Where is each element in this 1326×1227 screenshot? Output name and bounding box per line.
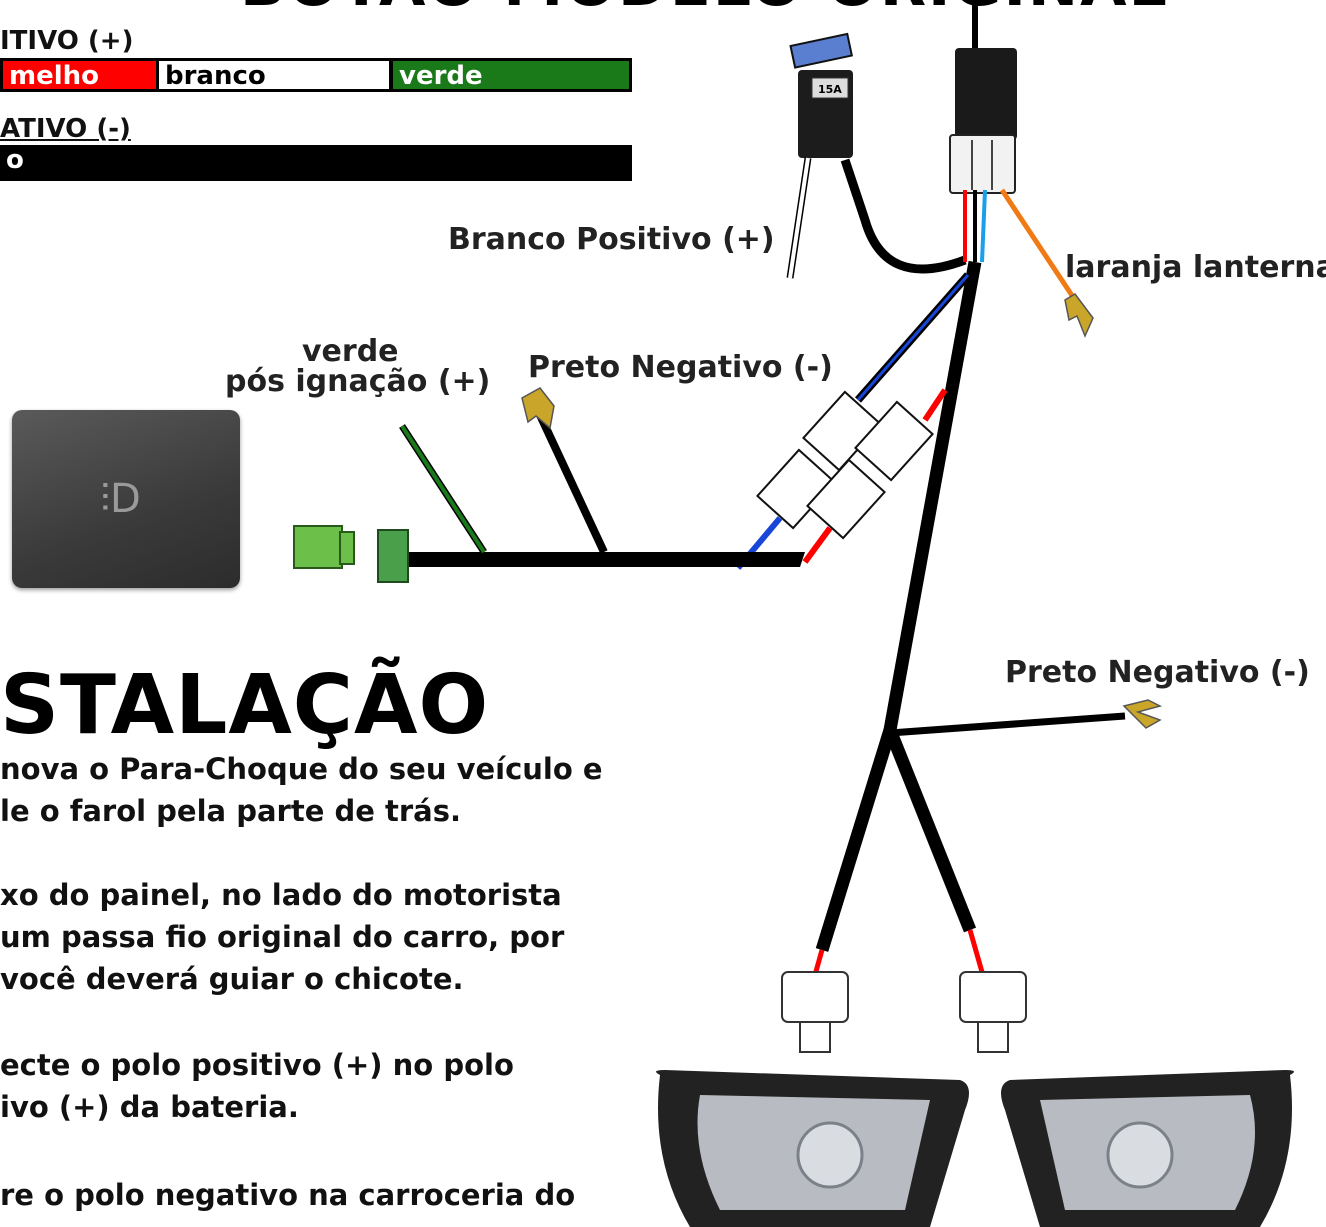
legend-white-cell: branco (156, 58, 392, 92)
label-preto-negativo-top: Preto Negativo (-) (528, 350, 833, 385)
black-terminal-right (1122, 699, 1163, 729)
instruction-line: você deverá guiar o chicote. (0, 962, 464, 996)
legend-positive-title: ITIVO (+) (0, 26, 134, 56)
legend-negative-title: ATIVO (-) (0, 114, 131, 144)
instruction-line: ivo (+) da bateria. (0, 1090, 299, 1124)
label-preto-negativo-right: Preto Negativo (-) (1005, 655, 1310, 690)
fog-light-icon: ⫶D (100, 476, 141, 522)
page-header: BOTÃO MODELO ORIGINAL (240, 0, 1169, 20)
fog-switch-button (12, 410, 240, 588)
label-verde: verde (302, 334, 399, 369)
label-laranja-lanterna: laranja lanterna (1065, 250, 1326, 285)
instruction-line: re o polo negativo na carroceria do (0, 1178, 576, 1212)
instruction-line: ecte o polo positivo (+) no polo (0, 1048, 514, 1082)
legend-red-cell: melho (0, 58, 158, 92)
instruction-line: um passa fio original do carro, por (0, 920, 565, 954)
instruction-line: nova o Para-Choque do seu veículo e (0, 752, 603, 786)
orange-terminal (1064, 293, 1094, 338)
legend-black-bar: o (0, 145, 632, 181)
black-terminal-top (521, 387, 555, 430)
label-pos-ignacao: pós ignação (+) (225, 364, 491, 399)
instructions-title: STALAÇÃO (0, 658, 490, 753)
connectors (756, 390, 934, 540)
relay (949, 0, 1017, 194)
fog-lamps (656, 1070, 1294, 1227)
fuse-holder: 15A (789, 32, 854, 158)
lamp-connectors (781, 971, 1027, 1053)
instruction-line: le o farol pela parte de trás. (0, 794, 461, 828)
fuse-label: 15A (818, 83, 842, 96)
instruction-line: xo do painel, no lado do motorista (0, 878, 562, 912)
switch-connectors (293, 525, 409, 583)
label-branco-positivo: Branco Positivo (+) (448, 222, 775, 257)
legend-green-cell: verde (390, 58, 632, 92)
